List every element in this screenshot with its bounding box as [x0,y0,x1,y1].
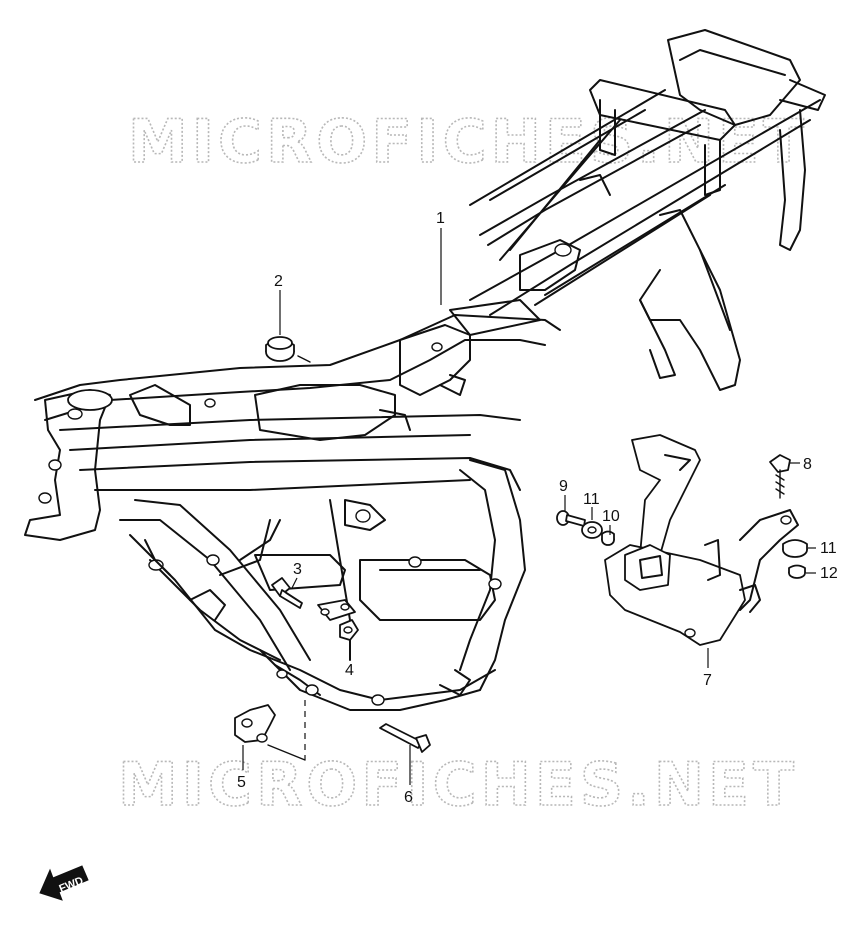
leader-lines [242,228,816,785]
callout-1: 1 [436,210,445,227]
screw-part-9 [556,510,586,527]
grommet-part-11b [782,539,808,558]
callout-7: 7 [703,672,712,689]
callout-5: 5 [237,774,246,791]
fwd-arrow-icon: FWD [39,865,89,901]
callout-11-left: 11 [583,491,600,508]
callout-10: 10 [602,508,620,525]
bolt-part-8 [769,454,791,499]
callout-12: 12 [820,565,838,582]
grommet-part [265,336,311,363]
bracket-part-5 [234,700,306,761]
nut-part-4 [317,599,359,641]
callout-9: 9 [559,478,568,495]
grommet-part-11a [581,521,603,539]
bolt-part-3 [271,577,303,609]
bolt-part-6 [379,723,431,753]
spacer-part-10 [601,530,615,546]
bracket-part-7 [604,434,799,646]
callout-2: 2 [274,273,283,290]
watermark-bottom: MICROFICHES.NET [118,750,798,820]
callout-4: 4 [345,662,354,679]
callout-3: 3 [293,561,302,578]
callout-11-right: 11 [820,540,837,557]
frame-assembly [24,29,826,711]
callout-6: 6 [404,789,413,806]
callout-8: 8 [803,456,812,473]
collar-part-12 [788,564,806,579]
